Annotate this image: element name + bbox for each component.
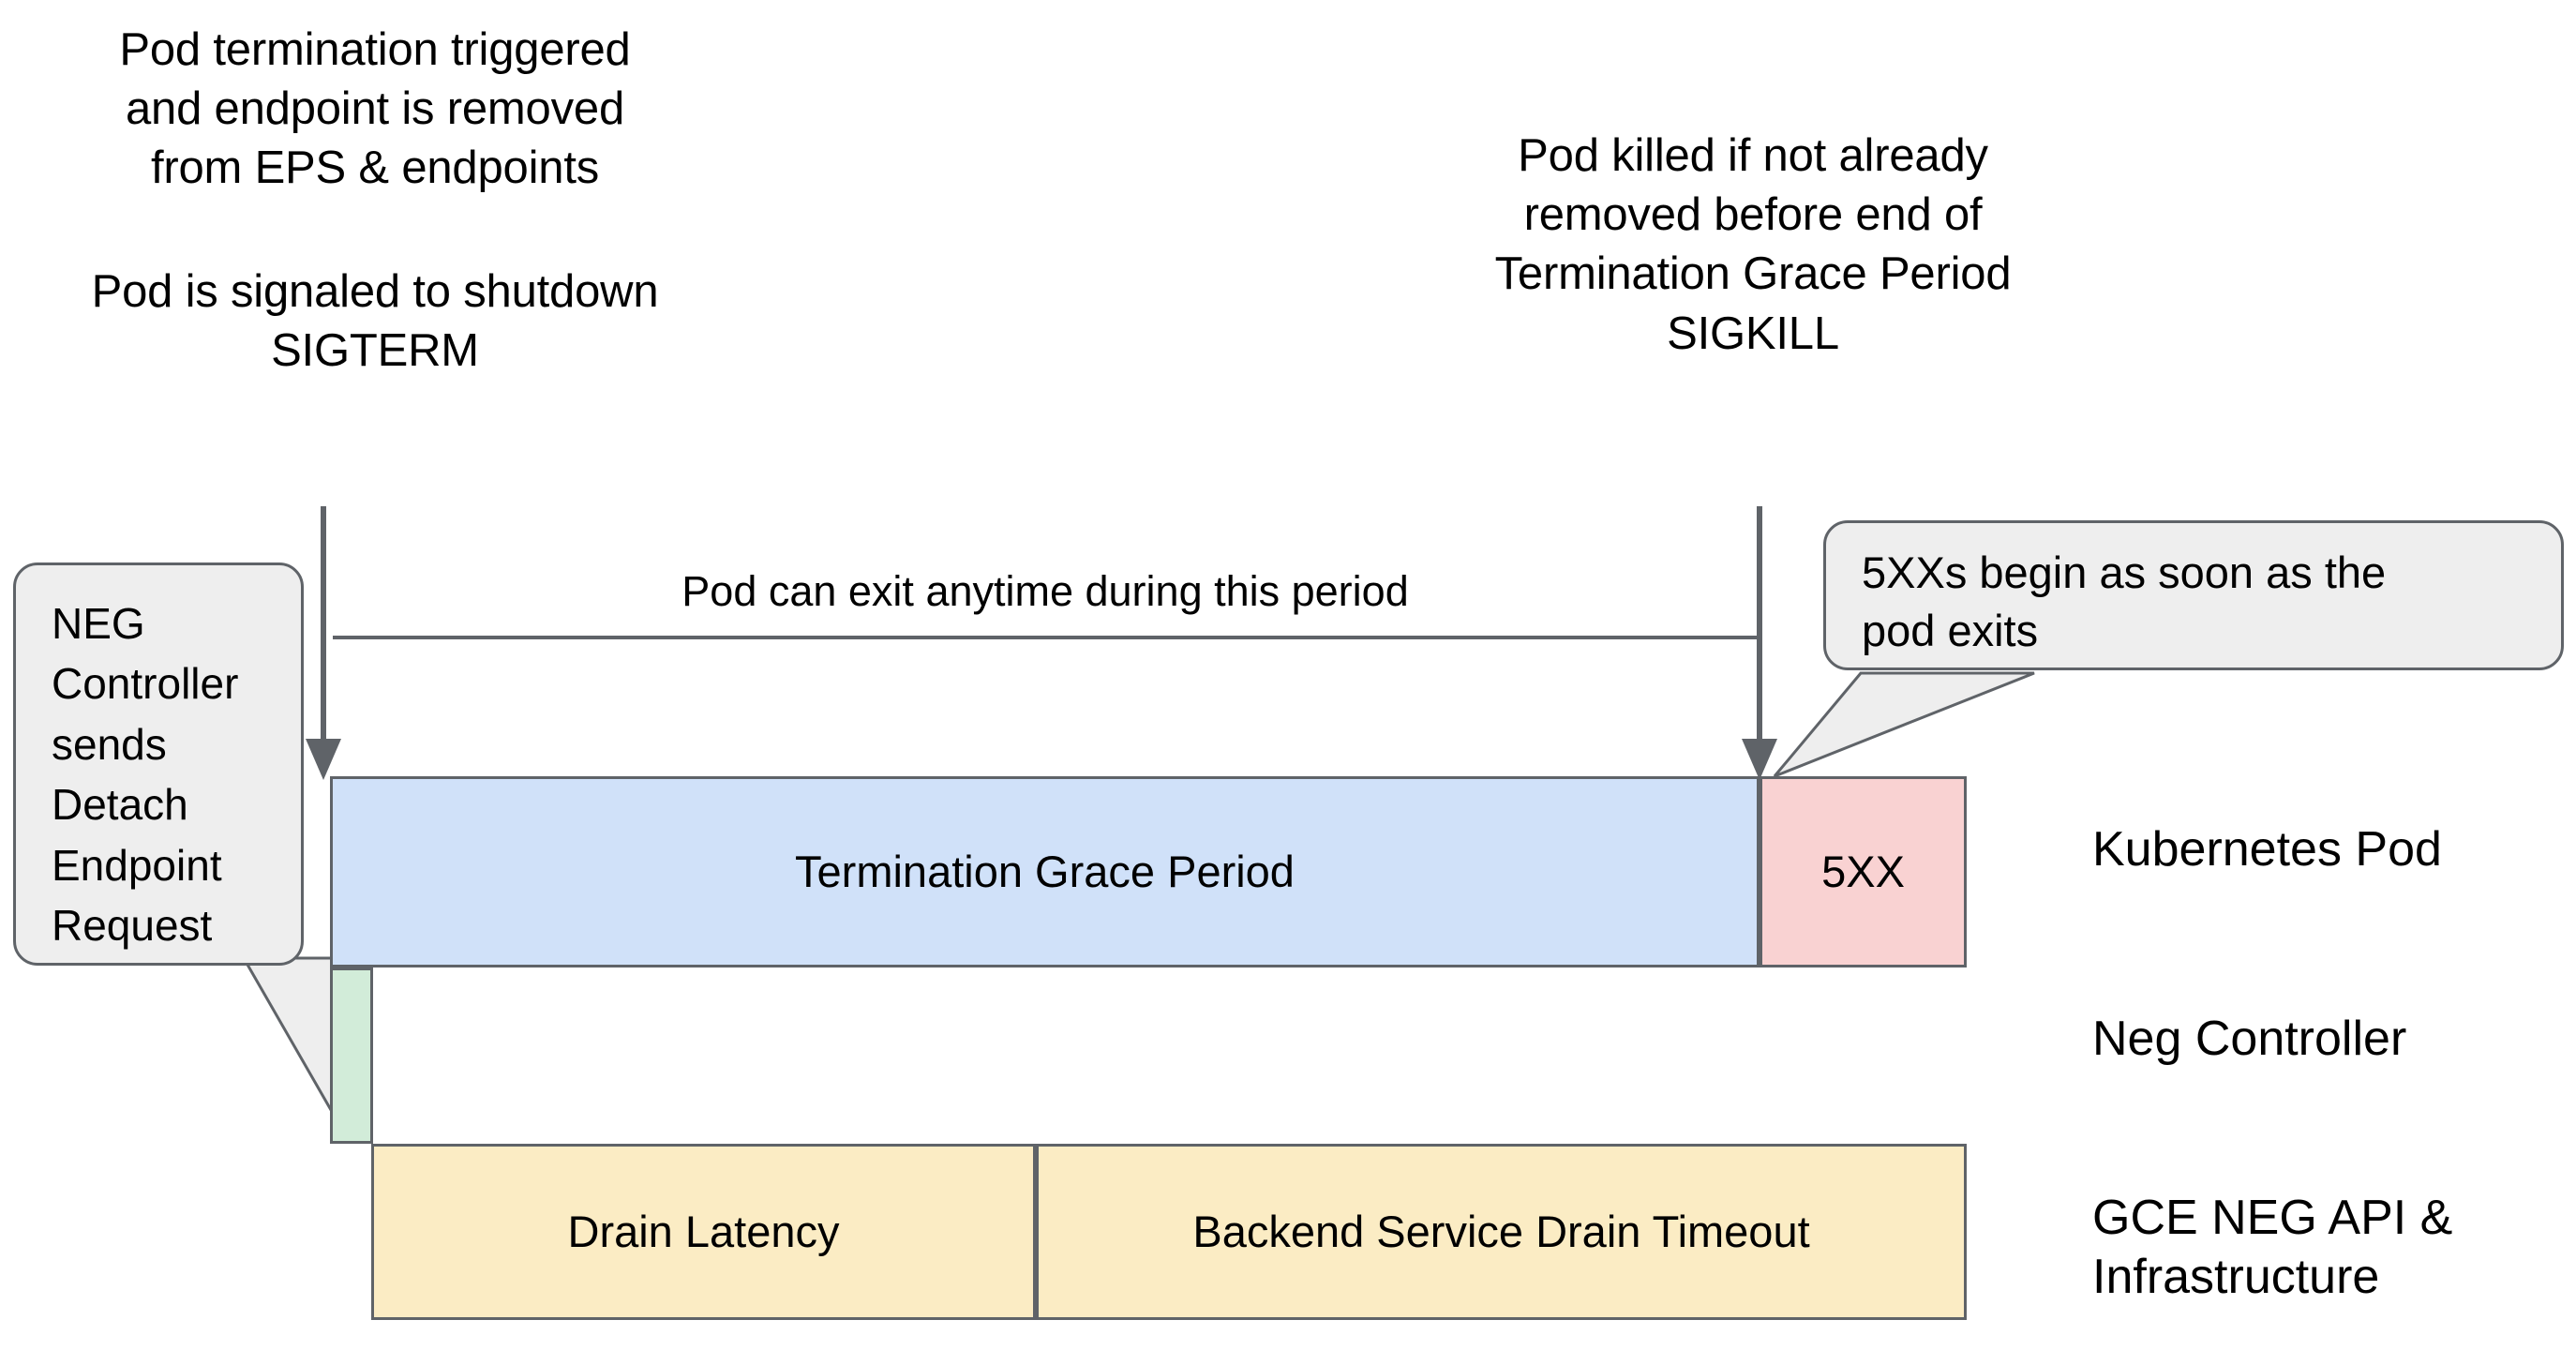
five-xx-callout-tail <box>1773 671 2035 778</box>
left-trigger-arrow <box>306 506 341 780</box>
bar-neg-controller-detach[interactable] <box>330 968 373 1144</box>
note-pod-termination-triggered: Pod termination triggered and endpoint i… <box>119 24 631 194</box>
callout-neg-controller: NEG Controller sends Detach Endpoint Req… <box>13 562 304 966</box>
bar-termination-grace-period-label: Termination Grace Period <box>795 846 1295 896</box>
right-sigkill-arrow <box>1742 506 1777 780</box>
row-label-kubernetes-pod: Kubernetes Pod <box>2092 822 2442 877</box>
row-label-gce-neg-api: GCE NEG API & Infrastructure <box>2092 1191 2453 1305</box>
bar-drain-latency-label: Drain Latency <box>567 1206 840 1256</box>
callout-neg-controller-text: NEG Controller sends Detach Endpoint Req… <box>52 599 239 950</box>
bar-five-xx-label: 5XX <box>1821 846 1905 896</box>
note-pod-killed-sigkill: Pod killed if not already removed before… <box>1494 130 2012 359</box>
callout-five-xx-text: 5XXs begin as soon as the pod exits <box>1862 548 2387 656</box>
span-line <box>333 636 1758 639</box>
span-caption-pod-can-exit: Pod can exit anytime during this period <box>681 567 1409 615</box>
row-label-neg-controller: Neg Controller <box>2092 1012 2407 1066</box>
bar-drain-latency[interactable]: Drain Latency <box>371 1144 1036 1320</box>
bar-backend-service-drain-timeout-label: Backend Service Drain Timeout <box>1192 1206 1810 1256</box>
callout-five-xx: 5XXs begin as soon as the pod exits <box>1823 520 2564 670</box>
neg-callout-tail <box>241 956 356 1140</box>
note-pod-signaled-shutdown: Pod is signaled to shutdown SIGTERM <box>91 266 659 377</box>
bar-termination-grace-period[interactable]: Termination Grace Period <box>330 776 1760 968</box>
bar-backend-service-drain-timeout[interactable]: Backend Service Drain Timeout <box>1036 1144 1967 1320</box>
bar-five-xx[interactable]: 5XX <box>1760 776 1967 968</box>
